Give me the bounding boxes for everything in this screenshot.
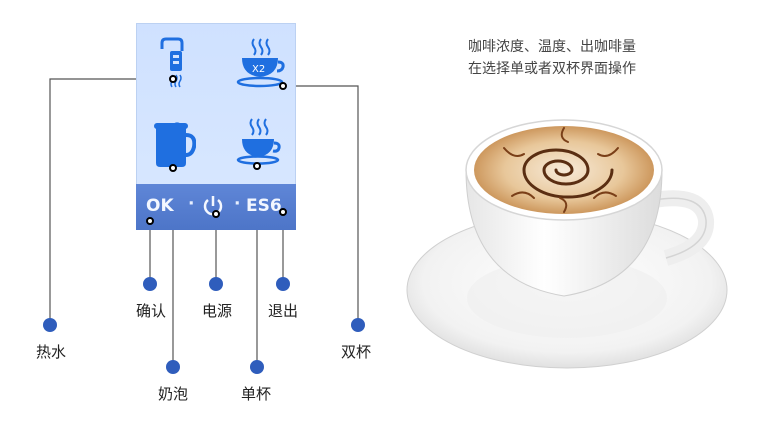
double-cup-label: 双杯 [341,343,372,361]
milk-foam-icon[interactable] [152,119,196,169]
double-cup-icon[interactable]: X2 [234,37,286,89]
confirm-label: 确认 [136,302,167,320]
hot-water-callout-dot [43,318,57,332]
exit-label: 退出 [268,302,299,320]
power-label: 电源 [202,302,233,320]
cappuccino-cup-image [406,119,728,369]
x2-badge: X2 [252,64,265,75]
exit-callout-dot [276,277,290,291]
double-cup-callout-dot [351,318,365,332]
milk-foam-marker [169,164,177,172]
milk-foam-callout-dot [166,360,180,374]
power-callout-dot [209,277,223,291]
separator-dot: · [234,194,241,214]
double-cup-marker [279,82,287,90]
display-button-bar: OK · · ES6 [136,184,296,230]
milk-foam-label: 奶泡 [158,385,189,403]
coffee-machine-display: X2 OK · · ES6 [136,23,296,230]
exit-marker [279,208,287,216]
ok-button-label[interactable]: OK [146,196,174,216]
hot-water-label: 热水 [36,343,67,361]
esc-button-label[interactable]: ES6 [246,196,282,216]
power-marker [212,210,220,218]
single-cup-callout-dot [250,360,264,374]
confirm-marker [146,217,154,225]
single-cup-marker [253,162,261,170]
confirm-callout-dot [143,277,157,291]
hot-water-marker [169,75,177,83]
caption-line-1: 咖啡浓度、温度、出咖啡量 [468,39,636,55]
caption-line-2: 在选择单或者双杯界面操作 [468,61,636,77]
separator-dot: · [188,194,195,214]
single-cup-icon[interactable] [236,117,282,165]
hot-water-icon[interactable] [156,37,186,89]
single-cup-label: 单杯 [241,385,272,403]
